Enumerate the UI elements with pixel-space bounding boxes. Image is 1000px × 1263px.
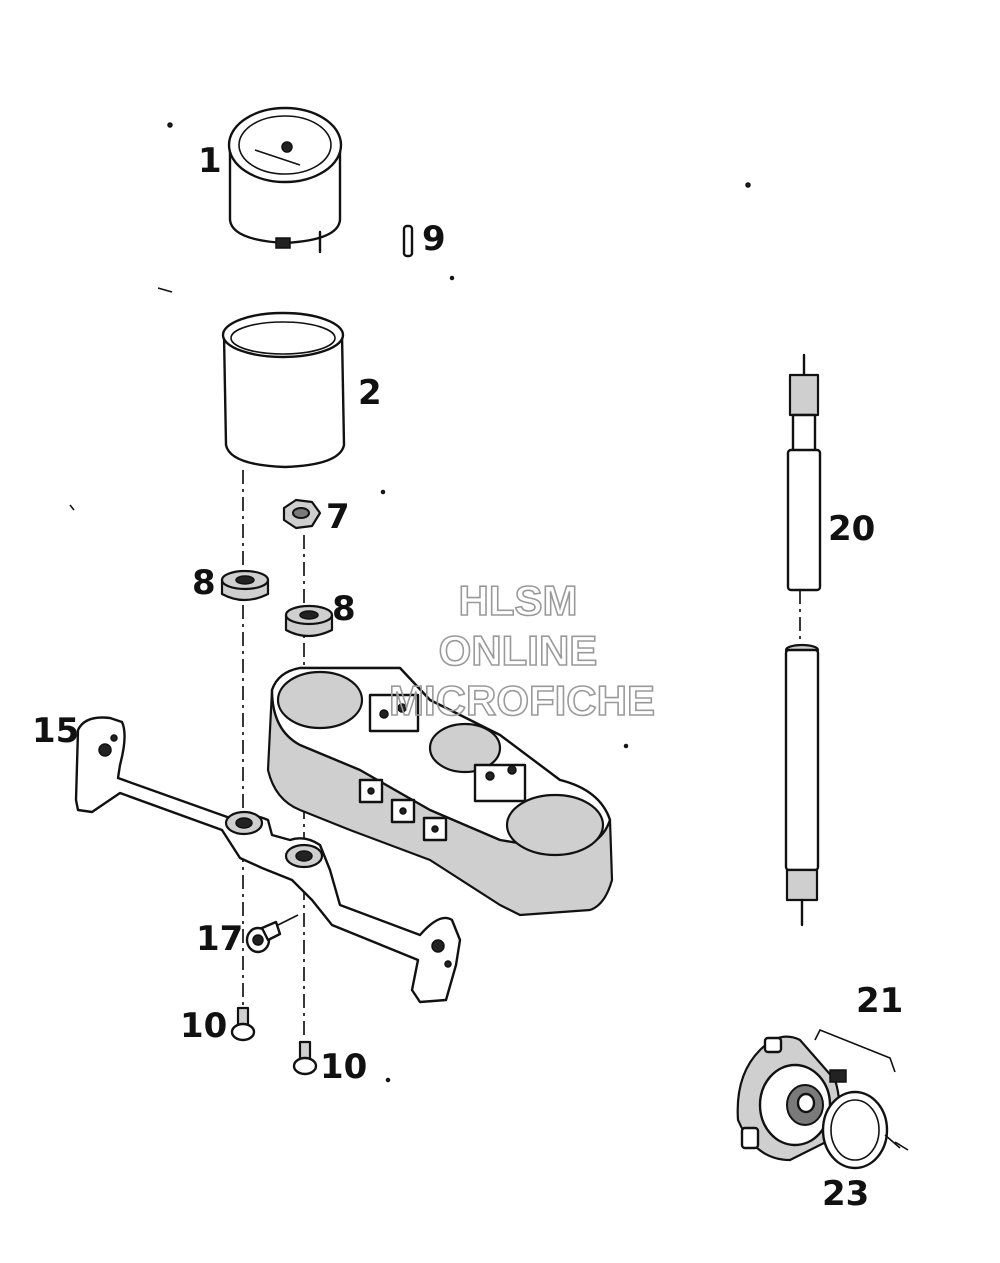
callout-1: 1	[198, 141, 222, 181]
part-1-speedometer	[227, 106, 343, 254]
callouts: 1 2 7 8 8 9 10 10 15 17 20 21 23	[32, 141, 903, 1214]
callout-8-left: 8	[192, 563, 216, 603]
part-17-screw	[245, 920, 282, 954]
part-10-screw-right	[292, 1040, 318, 1076]
part-9-bulb	[402, 224, 414, 258]
triple-clamp	[266, 666, 614, 917]
watermark-line-3: MICROFICHE	[389, 677, 655, 724]
part-2-gauge-cup	[221, 311, 346, 469]
callout-7: 7	[326, 497, 350, 537]
watermark-line-2: ONLINE	[439, 627, 598, 674]
callout-23: 23	[822, 1174, 869, 1214]
callout-20: 20	[828, 509, 875, 549]
scan-specks	[69, 122, 909, 1151]
part-23-retaining-ring	[821, 1090, 901, 1170]
callout-8-right: 8	[332, 589, 356, 629]
part-7-nut	[282, 498, 322, 530]
callout-15: 15	[32, 711, 79, 751]
watermark: HLSM ONLINE MICROFICHE	[388, 576, 656, 725]
callout-10-left: 10	[180, 1006, 227, 1046]
watermark-line-1: HLSM	[459, 577, 578, 624]
part-8-grommet-right	[284, 604, 334, 638]
callout-2: 2	[358, 373, 382, 413]
callout-10-right: 10	[320, 1047, 367, 1087]
part-20-speedo-cable	[784, 353, 822, 927]
part-21-speedo-drive	[736, 1028, 896, 1162]
part-8-grommet-left	[220, 569, 270, 602]
callout-9: 9	[422, 219, 446, 259]
part-10-screw-left	[230, 1006, 256, 1042]
callout-17: 17	[196, 919, 243, 959]
callout-21: 21	[856, 981, 903, 1021]
part-15-bracket	[74, 716, 462, 1004]
